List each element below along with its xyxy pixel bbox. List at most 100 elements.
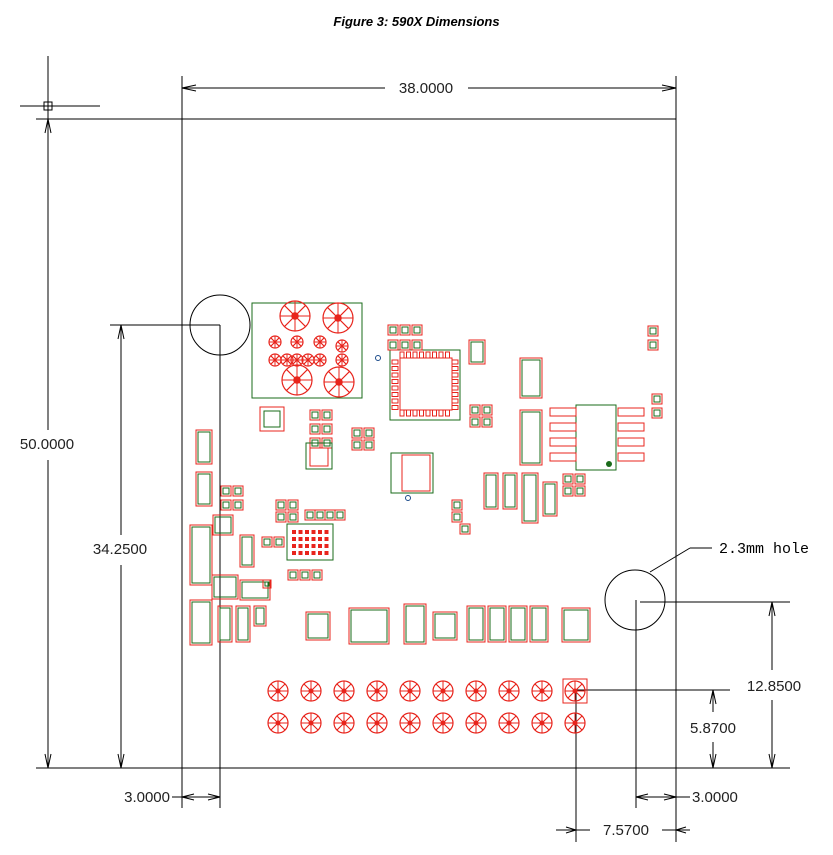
smd-outline [563, 609, 589, 641]
dimension-lines [44, 84, 776, 834]
bottom-component [561, 607, 591, 643]
smd-outline [255, 607, 265, 625]
smd-outline [434, 613, 456, 639]
ic-pin [399, 351, 405, 359]
ic-pin [451, 385, 459, 391]
smd-outline [485, 474, 497, 508]
ic-pin [438, 351, 444, 359]
bottom-connector-cell [508, 605, 528, 643]
ic-pin [419, 351, 424, 359]
hole2-x-label: 3.0000 [692, 789, 738, 806]
smd-outline [521, 411, 541, 464]
pad-center [335, 378, 343, 386]
smd-outline [365, 441, 373, 449]
pad-center [407, 688, 413, 694]
smd-outline [504, 474, 516, 508]
passive-component [309, 423, 321, 435]
smd-outline [311, 411, 319, 419]
mounting-hole-2 [604, 569, 666, 631]
smd-outline [470, 341, 484, 363]
smd-outline [277, 501, 285, 509]
passive-component [562, 473, 574, 485]
capacitor [519, 357, 543, 399]
passive-component [574, 485, 586, 497]
passive-component [220, 499, 232, 511]
smd-outline [510, 607, 526, 641]
power-module-outline [251, 302, 363, 399]
led-array-cell [292, 551, 296, 555]
smd-outline [222, 501, 230, 509]
pad-center [318, 358, 322, 362]
pad-center [539, 720, 545, 726]
ic-pin [451, 392, 459, 397]
ic-pin [451, 359, 459, 365]
component [253, 605, 267, 627]
capacitor [502, 472, 518, 510]
smd-outline [401, 341, 409, 349]
ic-pin [391, 372, 399, 378]
passive-component [351, 439, 363, 451]
passive-component [562, 485, 574, 497]
led-array-cell [324, 551, 329, 555]
pad-center [285, 358, 289, 362]
led-array-cell [318, 537, 322, 541]
smd-outline [471, 406, 479, 414]
smd-outline [389, 326, 397, 334]
smd-outline [401, 326, 409, 334]
led-array-cell [311, 551, 316, 555]
passive-component [334, 509, 346, 521]
smd-outline [471, 418, 479, 426]
ic-pin [445, 351, 450, 359]
pad-center [407, 720, 413, 726]
pad-center [341, 720, 347, 726]
bottom-component [305, 611, 331, 641]
sot-outline [263, 410, 281, 428]
passive-component [273, 536, 285, 548]
module-pin [617, 437, 645, 447]
smd-outline [649, 341, 657, 349]
smd-outline [241, 536, 253, 566]
component [239, 534, 255, 568]
bottom-connector-cell [529, 605, 549, 643]
bottom-component [432, 611, 458, 641]
smd-outline [222, 487, 230, 495]
capacitor [195, 429, 213, 465]
led-array-cell [318, 530, 322, 534]
smd-outline [241, 581, 269, 599]
passive-component [651, 407, 663, 419]
capacitor [483, 472, 499, 510]
smd-outline [521, 359, 541, 397]
pad-center [334, 314, 342, 322]
passive-component [232, 485, 244, 497]
pad-center [308, 720, 314, 726]
smd-outline [289, 571, 297, 579]
ic-pin [412, 351, 418, 359]
passive-component [232, 499, 244, 511]
crystal-body [401, 454, 431, 492]
ic-pin [399, 409, 405, 417]
hole1-y-label: 34.2500 [93, 541, 147, 558]
passive-component [459, 523, 471, 535]
pad-center [572, 720, 578, 726]
passive-component [651, 393, 663, 405]
capacitor [468, 339, 486, 365]
bottom-connector-cell [466, 605, 486, 643]
ic-pin [438, 409, 444, 417]
module-pin [617, 422, 645, 432]
hole2-y-label: 12.8500 [747, 678, 801, 695]
capacitor [519, 409, 543, 466]
led-array-cell [298, 537, 303, 541]
header-pin1-square [562, 678, 588, 704]
capacitor [542, 481, 558, 517]
via [405, 495, 411, 501]
passive-component [411, 324, 423, 336]
smd-outline [336, 511, 344, 519]
smd-outline [653, 395, 661, 403]
bottom-connector-cell [487, 605, 507, 643]
smd-outline [191, 526, 211, 584]
smd-outline [311, 425, 319, 433]
led-array-cell [298, 544, 303, 548]
passive-component [275, 499, 287, 511]
smd-outline [564, 475, 572, 483]
pad-center [506, 720, 512, 726]
